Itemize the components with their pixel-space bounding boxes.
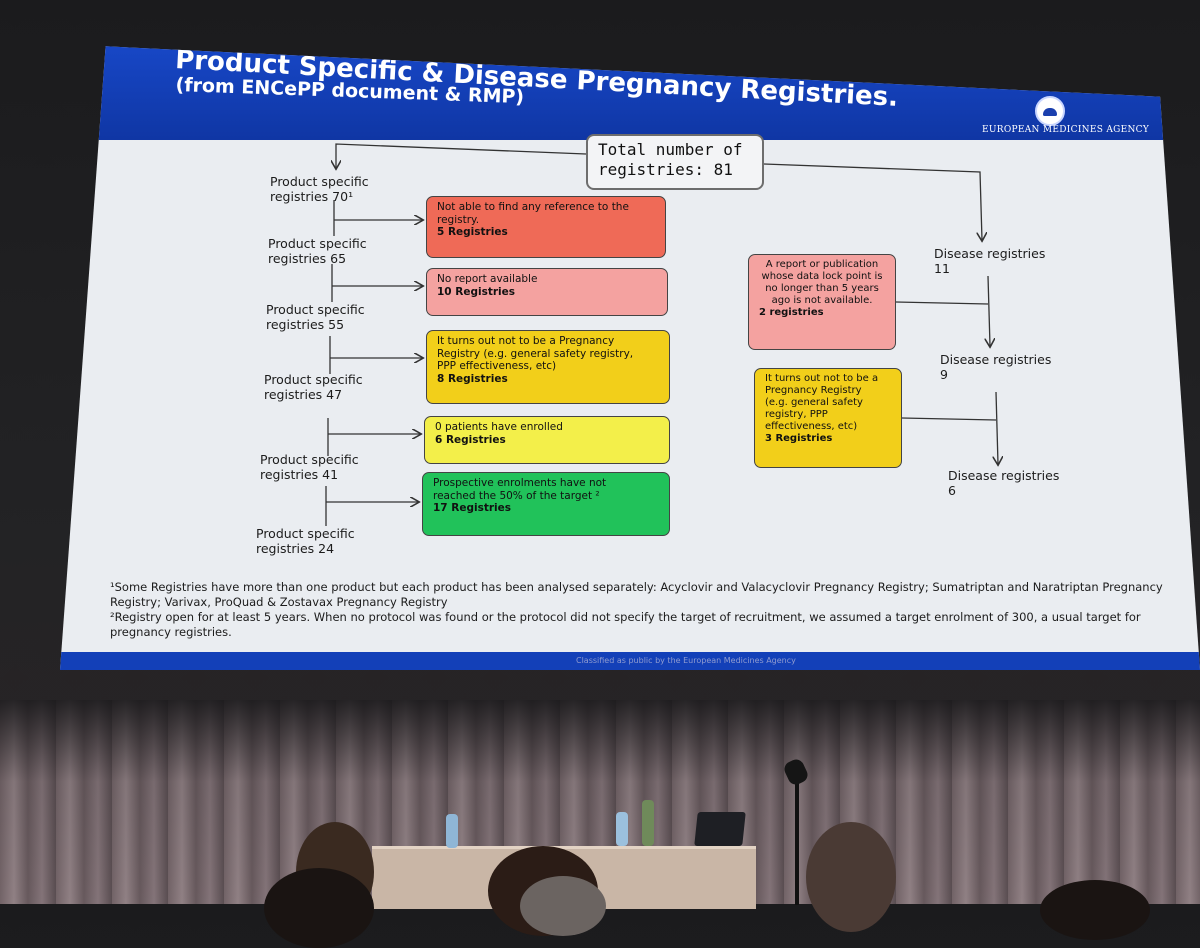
exclusion-box: 0 patients have enrolled 6 Registries [424,416,670,464]
arrow-disease-exclusion-2 [901,417,997,421]
audience-head [1040,880,1150,940]
total-line-2: registries: 81 [598,160,733,179]
laptop [694,812,746,846]
drink-bottle [642,800,654,846]
exclusion-description: No report available [437,273,538,285]
product-node-label: Product specific [270,174,369,189]
exclusion-description: A report or publication whose data lock … [761,259,883,306]
footnote-2: ²Registry open for at least 5 years. Whe… [110,610,1141,639]
product-node-count: registries 41 [260,467,339,482]
product-node-label: Product specific [264,372,363,387]
product-node: Product specific registries 65 [268,236,367,266]
product-node-count: registries 70¹ [270,189,354,204]
disease-node: Disease registries 11 [934,246,1045,276]
slide-footer-bar [60,652,1200,670]
product-node: Product specific registries 55 [266,302,365,332]
exclusion-description: Prospective enrolments have not reached … [433,477,607,502]
disease-node-label: Disease registries [948,468,1060,483]
exclusion-count: 8 Registries [437,372,508,385]
audience-head [806,822,896,932]
product-node: Product specific registries 70¹ [270,174,369,204]
arrow-disease-exclusion-1 [895,301,989,305]
footnotes: ¹Some Registries have more than one prod… [110,580,1180,640]
product-node-count: registries 65 [268,251,347,266]
disease-node-count: 9 [940,367,948,382]
water-bottle [616,812,628,846]
water-bottle [446,814,458,848]
microphone-stand [795,775,799,905]
classification-note: Classified as public by the European Med… [576,656,796,665]
disease-node-label: Disease registries [934,246,1046,261]
flowchart-connectors [325,143,1200,526]
product-node: Product specific registries 41 [260,452,359,482]
ema-logo-icon [1035,96,1065,126]
arrow-total-to-product [336,143,587,168]
exclusion-count: 10 Registries [437,285,516,298]
disease-node: Disease registries 6 [948,468,1059,498]
product-node-label: Product specific [266,302,365,317]
product-node-count: registries 24 [256,541,335,556]
disease-node-count: 11 [934,261,950,276]
exclusion-description: 0 patients have enrolled [435,421,563,433]
exclusion-count: 3 Registries [765,433,833,444]
exclusion-box: Not able to find any reference to the re… [426,196,666,258]
disease-exclusion-box: It turns out not to be a Pregnancy Regis… [754,368,902,468]
product-node-label: Product specific [260,452,359,467]
product-node-count: registries 47 [264,387,343,402]
connector-disease-2 [996,391,998,464]
exclusion-description: Not able to find any reference to the re… [437,201,629,226]
disease-node-count: 6 [948,483,956,498]
exclusion-description: It turns out not to be a Pregnancy Regis… [437,335,634,372]
exclusion-description: It turns out not to be a Pregnancy Regis… [765,373,879,432]
exclusion-count: 6 Registries [435,433,506,446]
total-line-1: Total number of [598,140,743,159]
product-node-label: Product specific [268,236,367,251]
product-node: Product specific registries 24 [256,526,355,556]
connector-disease-1 [988,275,990,346]
exclusion-count: 17 Registries [433,502,512,514]
disease-node: Disease registries 9 [940,352,1051,382]
disease-exclusion-box: A report or publication whose data lock … [748,254,896,350]
exclusion-count: 2 registries [759,307,824,318]
arrow-total-to-disease [763,163,982,240]
exclusion-box: No report available 10 Registries [426,268,668,316]
audience-head [264,868,374,948]
audience-head [520,876,606,936]
disease-node-label: Disease registries [940,352,1052,367]
exclusion-count: 5 Registries [437,226,508,238]
exclusion-box: Prospective enrolments have not reached … [422,472,670,536]
product-node-count: registries 55 [266,317,345,332]
product-node-label: Product specific [256,526,355,541]
product-node: Product specific registries 47 [264,372,363,402]
projected-slide: Product Specific & Disease Pregnancy Reg… [60,46,1200,670]
agency-name: EUROPEAN MEDICINES AGENCY [982,125,1150,135]
footnote-1: ¹Some Registries have more than one prod… [110,580,1163,609]
total-registries-box: Total number of registries: 81 [586,134,764,190]
exclusion-box: It turns out not to be a Pregnancy Regis… [426,330,670,404]
